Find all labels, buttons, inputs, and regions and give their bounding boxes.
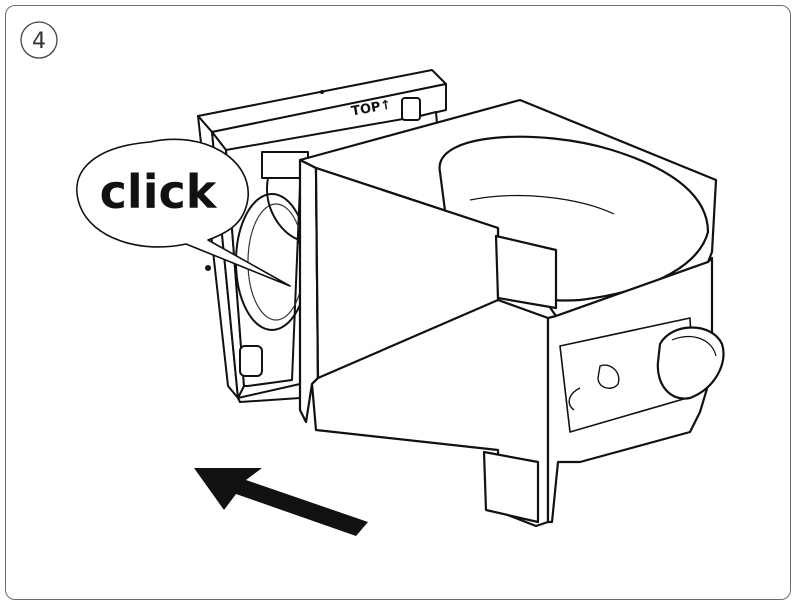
step-number: 4 (32, 29, 46, 54)
callout-text: click (100, 165, 218, 219)
push-direction-arrow (194, 468, 368, 536)
callout-bubble: click (76, 138, 291, 287)
sensor-body (298, 98, 725, 528)
top-orientation-label: TOP↑ (350, 98, 392, 120)
step-badge: 4 (20, 21, 58, 59)
